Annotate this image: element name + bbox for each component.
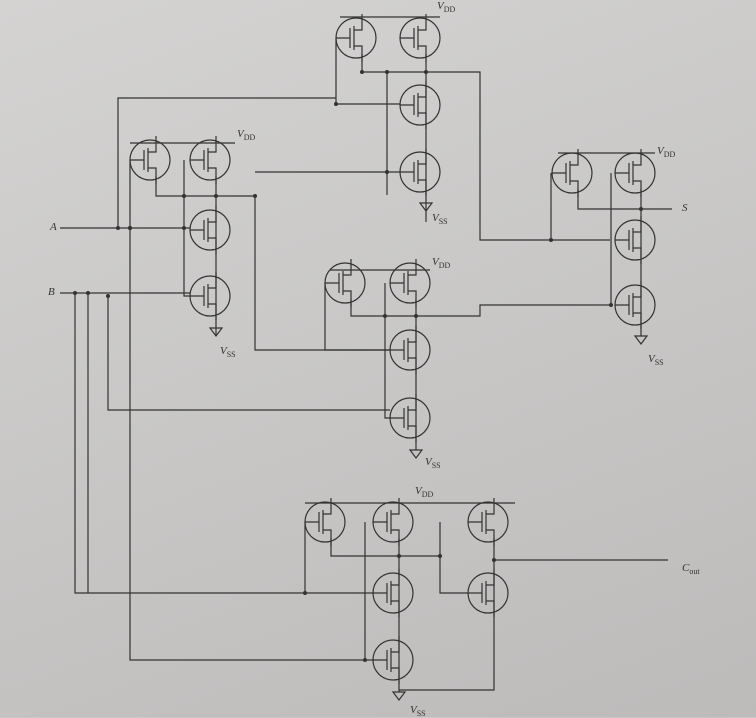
output-cout-label: Cout [682, 562, 700, 577]
junction-dot [86, 291, 90, 295]
nmos-transistor-icon [614, 281, 656, 329]
junction-dot [385, 170, 389, 174]
vdd-label: VDD [415, 485, 434, 500]
junction-dot [128, 226, 132, 230]
junction-dot [609, 303, 613, 307]
junction-dot [438, 554, 442, 558]
junction-dot [424, 70, 428, 74]
pmos-transistor-icon [614, 149, 656, 197]
nmos-transistor-icon [467, 569, 509, 617]
pmos-transistor-icon [399, 14, 441, 62]
transistors [129, 14, 656, 684]
pmos-transistor-icon [129, 136, 171, 184]
pmos-transistor-icon [389, 259, 431, 307]
vdd-label: VDD [437, 0, 456, 15]
junction-dot [414, 314, 418, 318]
pmos-transistor-icon [467, 498, 509, 546]
pmos-transistor-icon [372, 498, 414, 546]
junction-dot [639, 207, 643, 211]
nmos-transistor-icon [189, 206, 231, 254]
pmos-transistor-icon [335, 14, 377, 62]
junction-dot [106, 294, 110, 298]
vss-label: VSS [410, 704, 426, 718]
junction-dot [385, 70, 389, 74]
input-a-label: A [50, 221, 57, 233]
junction-dot [182, 226, 186, 230]
junction-dot [334, 102, 338, 106]
output-s-label: S [682, 202, 688, 214]
vss-label: VSS [220, 345, 236, 360]
vss-label: VSS [425, 456, 441, 471]
vdd-label: VDD [657, 145, 676, 160]
nmos-transistor-icon [399, 81, 441, 129]
pmos-transistor-icon [551, 149, 593, 197]
junction-dot [397, 554, 401, 558]
vss-label: VSS [432, 212, 448, 227]
nmos-transistor-icon [399, 148, 441, 196]
junction-dot [303, 591, 307, 595]
junction-dot [360, 70, 364, 74]
junction-dot [182, 194, 186, 198]
junction-dot [492, 558, 496, 562]
junction-dot [549, 238, 553, 242]
nmos-transistor-icon [614, 216, 656, 264]
pmos-transistor-icon [189, 136, 231, 184]
nmos-transistor-icon [389, 394, 431, 442]
vss-label: VSS [648, 353, 664, 368]
pmos-transistor-icon [324, 259, 366, 307]
junction-dot [383, 314, 387, 318]
junction-dot [116, 226, 120, 230]
wires [60, 16, 672, 701]
junction-dot [73, 291, 77, 295]
nmos-transistor-icon [189, 272, 231, 320]
nmos-transistor-icon [372, 569, 414, 617]
junction-dot [253, 194, 257, 198]
vdd-label: VDD [432, 256, 451, 271]
vdd-label: VDD [237, 128, 256, 143]
pmos-transistor-icon [304, 498, 346, 546]
input-b-label: B [48, 286, 55, 298]
junction-dots [73, 70, 643, 662]
junction-dot [214, 194, 218, 198]
nmos-transistor-icon [372, 636, 414, 684]
nmos-transistor-icon [389, 326, 431, 374]
junction-dot [363, 658, 367, 662]
